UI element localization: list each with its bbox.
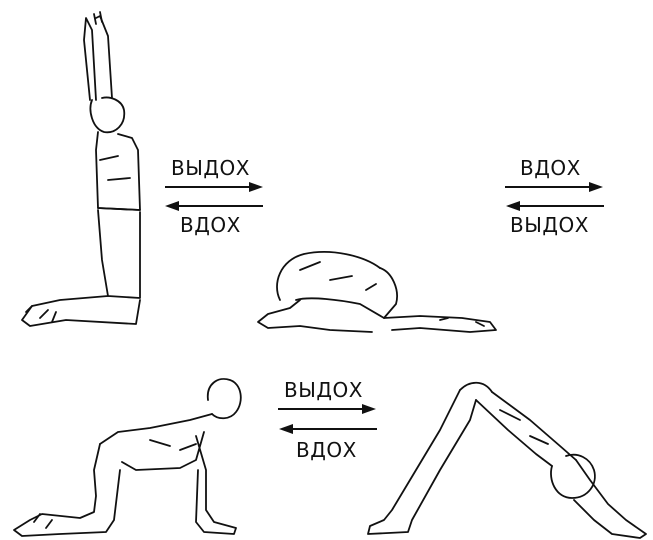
bottom-exhale-label: ВЫДОХ: [284, 380, 363, 400]
bottom-inhale-label: ВДОХ: [296, 440, 357, 460]
top-right-backward-arrow: [520, 205, 604, 207]
top-left-backward-arrow: [179, 205, 263, 207]
bottom-backward-arrow: [293, 428, 377, 430]
bottom-forward-arrow-head: [362, 404, 376, 414]
bottom-backward-arrow-head: [279, 424, 293, 434]
bottom-forward-arrow: [278, 408, 364, 410]
top-left-exhale-label: ВЫДОХ: [171, 158, 250, 178]
top-right-forward-arrow: [505, 186, 591, 188]
top-right-exhale-label: ВЫДОХ: [510, 215, 589, 235]
top-right-inhale-label: ВДОХ: [520, 158, 581, 178]
top-right-forward-arrow-head: [589, 182, 603, 192]
top-left-forward-arrow-head: [249, 182, 263, 192]
top-left-backward-arrow-head: [165, 201, 179, 211]
top-left-forward-arrow: [165, 186, 251, 188]
top-right-backward-arrow-head: [506, 201, 520, 211]
top-left-inhale-label: ВДОХ: [180, 215, 241, 235]
